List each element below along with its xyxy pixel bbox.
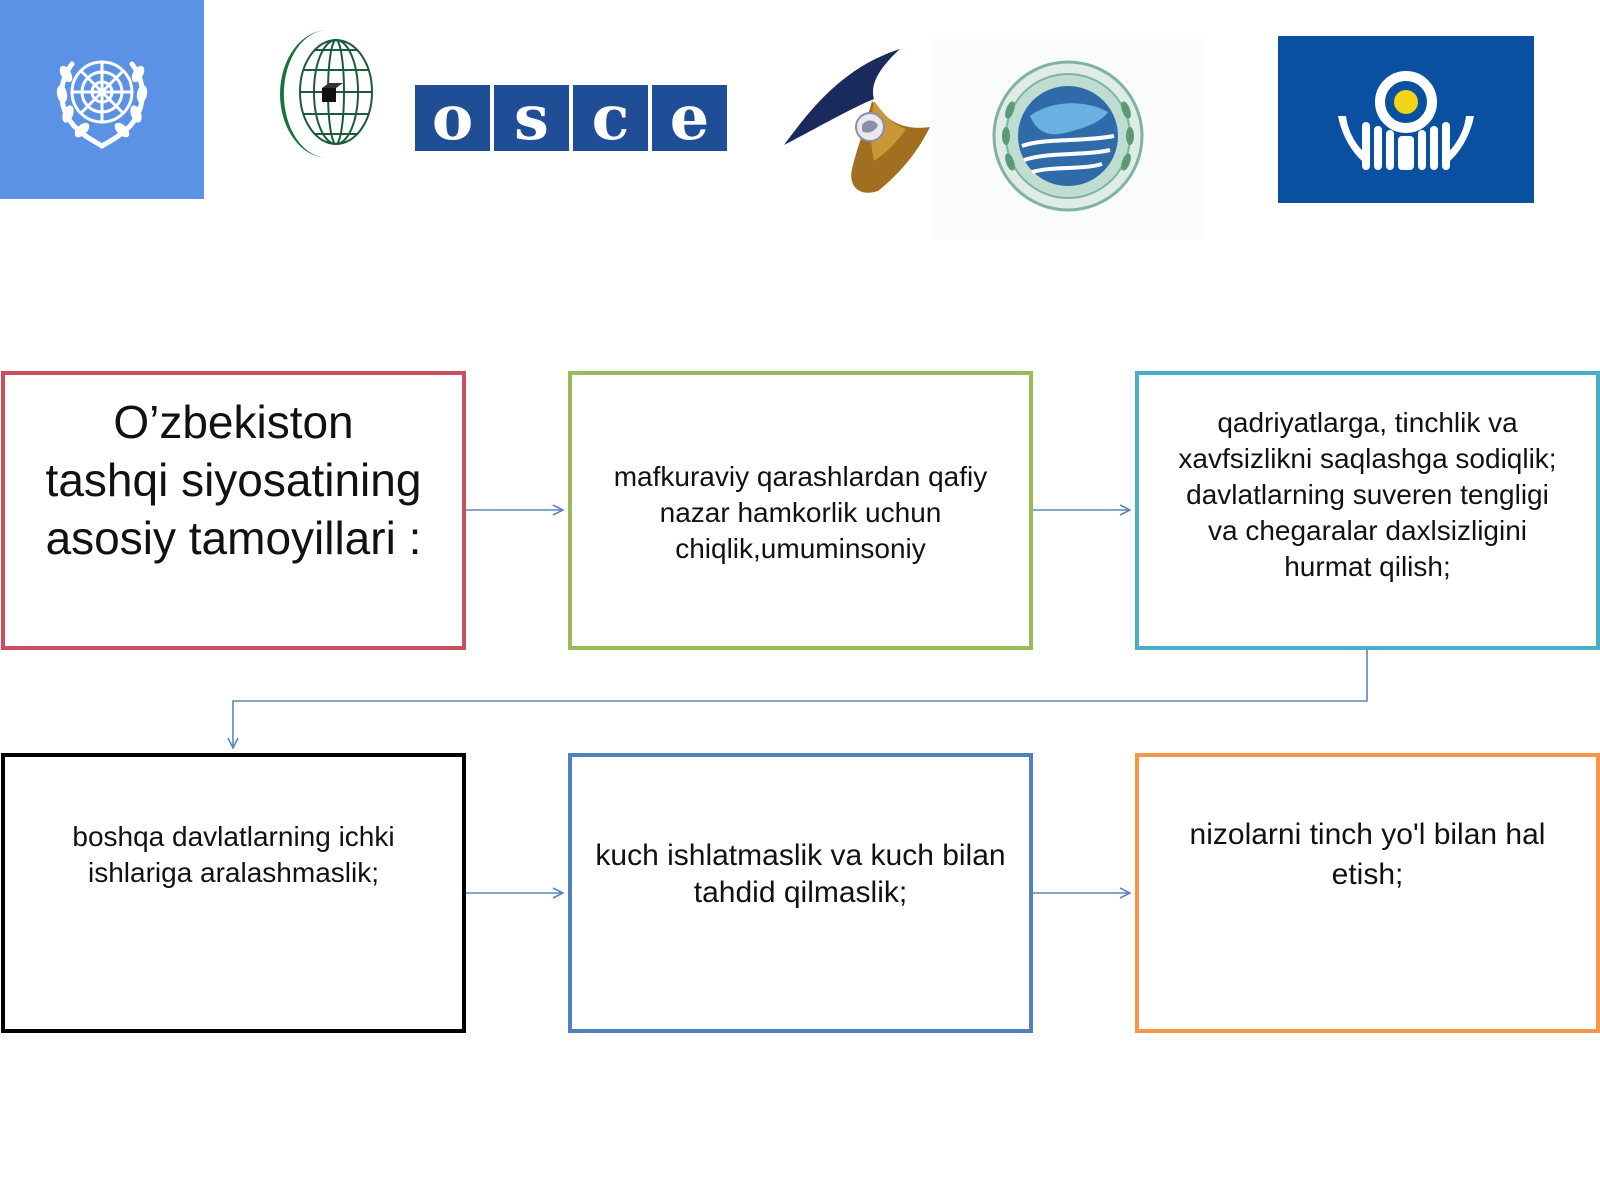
text-line: nazar hamkorlik uchun [659, 497, 942, 528]
osce-letter-box: c [573, 85, 648, 151]
sco-emblem-icon [932, 38, 1204, 240]
osce-letter: e [669, 81, 710, 154]
principle-text: mafkuraviy qarashlardan qafiy nazar hamk… [614, 459, 988, 567]
osce-letter-box: s [494, 85, 569, 151]
arrow-b3-to-b4 [233, 650, 1368, 748]
text-line: va chegaralar daxlsizligini [1207, 515, 1528, 546]
cis-emblem-icon [1278, 36, 1534, 203]
text-line: ishlariga aralashmaslik; [87, 857, 379, 888]
text-line: qadriyatlarga, tinchlik va [1217, 407, 1518, 438]
text-line: boshqa davlatlarning ichki [72, 821, 395, 852]
text-line: chiqlik,umuminsoniy [675, 533, 926, 564]
principle-box-ideology: mafkuraviy qarashlardan qafiy nazar hamk… [568, 371, 1033, 650]
title-line: asosiy tamoyillari : [45, 512, 422, 564]
osce-logo: o s c e [415, 85, 727, 151]
un-emblem-icon [0, 0, 204, 199]
osce-letter-box: o [415, 85, 490, 151]
principle-box-non-use-of-force: kuch ishlatmaslik va kuch bilan tahdid q… [568, 753, 1033, 1033]
osce-letter: o [431, 81, 474, 154]
text-line: davlatlarning suveren tengligi [1186, 479, 1549, 510]
osce-letter: s [514, 81, 549, 154]
osce-letter-box: e [652, 85, 727, 151]
oic-emblem-icon [280, 30, 373, 158]
text-line: kuch ishlatmaslik va kuch bilan [595, 839, 1006, 872]
text-line: xavfsizlikni saqlashga sodiqlik; [1178, 443, 1557, 474]
principle-text: kuch ishlatmaslik va kuch bilan tahdid q… [595, 837, 1005, 911]
principle-box-peaceful-resolution: nizolarni tinch yo'l bilan hal etish; [1135, 753, 1600, 1033]
text-line: nizolarni tinch yo'l bilan hal [1189, 818, 1546, 851]
principles-title: O’zbekiston tashqi siyosatining asosiy t… [46, 393, 422, 567]
principle-text: nizolarni tinch yo'l bilan hal etish; [1190, 815, 1546, 895]
title-line: tashqi siyosatining [45, 454, 422, 506]
text-line: mafkuraviy qarashlardan qafiy [613, 461, 988, 492]
principles-title-box: O’zbekiston tashqi siyosatining asosiy t… [1, 371, 466, 650]
osce-letter: c [591, 81, 630, 154]
text-line: hurmat qilish; [1284, 551, 1451, 582]
text-line: etish; [1331, 858, 1404, 891]
eaeu-emblem-icon [784, 49, 930, 193]
principle-text: boshqa davlatlarning ichki ishlariga ara… [72, 819, 394, 891]
principle-box-non-interference: boshqa davlatlarning ichki ishlariga ara… [1, 753, 466, 1033]
principle-text: qadriyatlarga, tinchlik va xavfsizlikni … [1178, 405, 1556, 585]
title-line: O’zbekiston [113, 396, 354, 448]
principle-box-sovereignty: qadriyatlarga, tinchlik va xavfsizlikni … [1135, 371, 1600, 650]
text-line: tahdid qilmaslik; [693, 876, 908, 909]
